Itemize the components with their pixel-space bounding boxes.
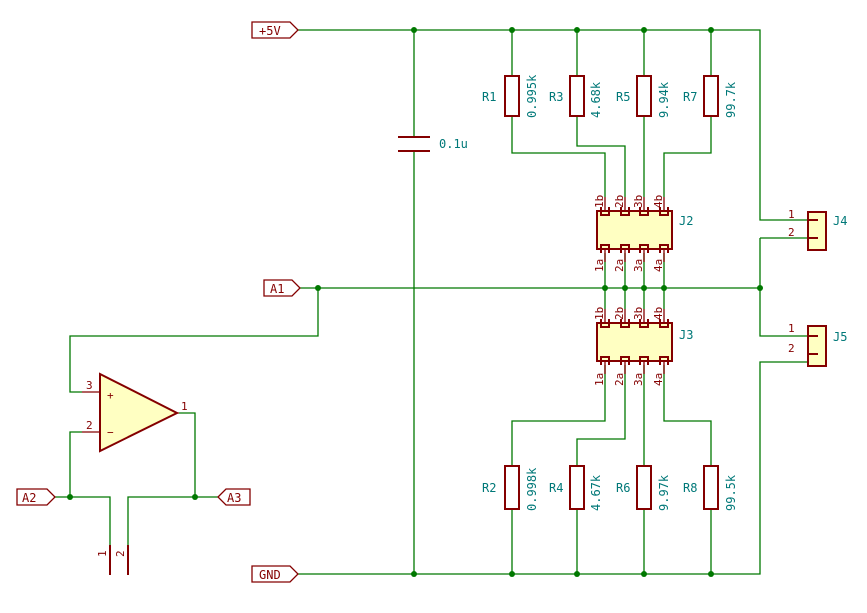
resistor-value: 0.995k: [525, 74, 539, 118]
resistor-value: 0.998k: [525, 467, 539, 511]
resistor-r7: R7 99.7k: [683, 75, 738, 118]
resistor-value: 4.68k: [589, 81, 603, 118]
pin-label: 3b: [632, 307, 645, 320]
pin-label: 3a: [632, 373, 645, 386]
pin-label: 2a: [613, 373, 626, 386]
opamp-plus-sign: +: [107, 389, 114, 402]
resistor-r6: R6 9.97k: [616, 465, 671, 511]
pin-label: 3b: [632, 195, 645, 208]
resistor-ref: R6: [616, 481, 630, 495]
pin-label: 2b: [613, 307, 626, 320]
jumper-jp1: 1 2: [96, 545, 129, 575]
resistor-r8: R8 99.5k: [683, 465, 738, 511]
resistor-ref: R7: [683, 90, 697, 104]
pin-label: 2a: [613, 259, 626, 272]
connector-ref: J4: [833, 214, 847, 228]
pin-label: 1a: [593, 373, 606, 386]
resistor-r4: R4 4.67k: [549, 465, 603, 511]
header-ref: J3: [679, 328, 693, 342]
pin-label: 4b: [652, 195, 665, 208]
resistor-ref: R5: [616, 90, 630, 104]
gnd-power-flag: GND: [251, 565, 299, 583]
resistor-ref: R4: [549, 481, 563, 495]
opamp-pin-out: 1: [181, 400, 188, 413]
pin-label: 1a: [593, 259, 606, 272]
pin-label: 4a: [652, 259, 665, 272]
capacitor-c1: 0.1u: [398, 136, 468, 152]
pin-label: 1: [788, 322, 795, 335]
resistor-ref: R1: [482, 90, 496, 104]
resistor-ref: R3: [549, 90, 563, 104]
resistor-r5: R5 9.94k: [616, 75, 671, 118]
resistor-ref: R2: [482, 481, 496, 495]
a1-label-text: A1: [270, 282, 284, 296]
a3-label-text: A3: [227, 491, 241, 505]
opamp-pin-noninv: 3: [86, 379, 93, 392]
pin-label: 2: [114, 550, 127, 557]
resistor-r2: R2 0.998k: [482, 465, 539, 511]
header-j2: 1b 2b 3b 4b 1a 2a 3a 4a J2: [593, 195, 693, 272]
pin-label: 1b: [593, 307, 606, 320]
resistor-value: 99.7k: [724, 81, 738, 118]
connector-ref: J5: [833, 330, 847, 344]
wires: [55, 29, 808, 575]
vcc-label: +5V: [259, 24, 281, 38]
pin-label: 1: [96, 550, 109, 557]
gnd-label: GND: [259, 568, 281, 582]
a2-label-text: A2: [22, 491, 36, 505]
pin-label: 4b: [652, 307, 665, 320]
resistor-value: 99.5k: [724, 474, 738, 511]
junctions: [67, 27, 763, 577]
vcc-power-flag: +5V: [251, 21, 299, 39]
resistor-r1: R1 0.995k: [482, 74, 539, 118]
pin-label: 4a: [652, 373, 665, 386]
resistor-ref: R8: [683, 481, 697, 495]
pin-label: 1b: [593, 195, 606, 208]
connector-j5: 1 2 J5: [788, 322, 847, 367]
header-j3: 1b 2b 3b 4b 1a 2a 3a 4a J3: [593, 307, 693, 386]
a2-net-label: A2: [16, 488, 56, 506]
a1-net-label: A1: [263, 279, 301, 297]
connector-j4: 1 2 J4: [788, 208, 847, 251]
resistor-value: 9.97k: [657, 474, 671, 511]
capacitor-value: 0.1u: [439, 137, 468, 151]
resistor-r3: R3 4.68k: [549, 75, 603, 118]
pin-label: 2b: [613, 195, 626, 208]
resistor-value: 4.67k: [589, 474, 603, 511]
a3-net-label: A3: [217, 488, 251, 506]
opamp-minus-sign: −: [107, 426, 114, 439]
pin-label: 3a: [632, 259, 645, 272]
pin-label: 1: [788, 208, 795, 221]
pin-label: 2: [788, 342, 795, 355]
resistor-value: 9.94k: [657, 81, 671, 118]
pin-label: 2: [788, 226, 795, 239]
opamp-pin-inv: 2: [86, 419, 93, 432]
header-ref: J2: [679, 214, 693, 228]
opamp-u1: + − 3 2 1: [82, 372, 188, 453]
